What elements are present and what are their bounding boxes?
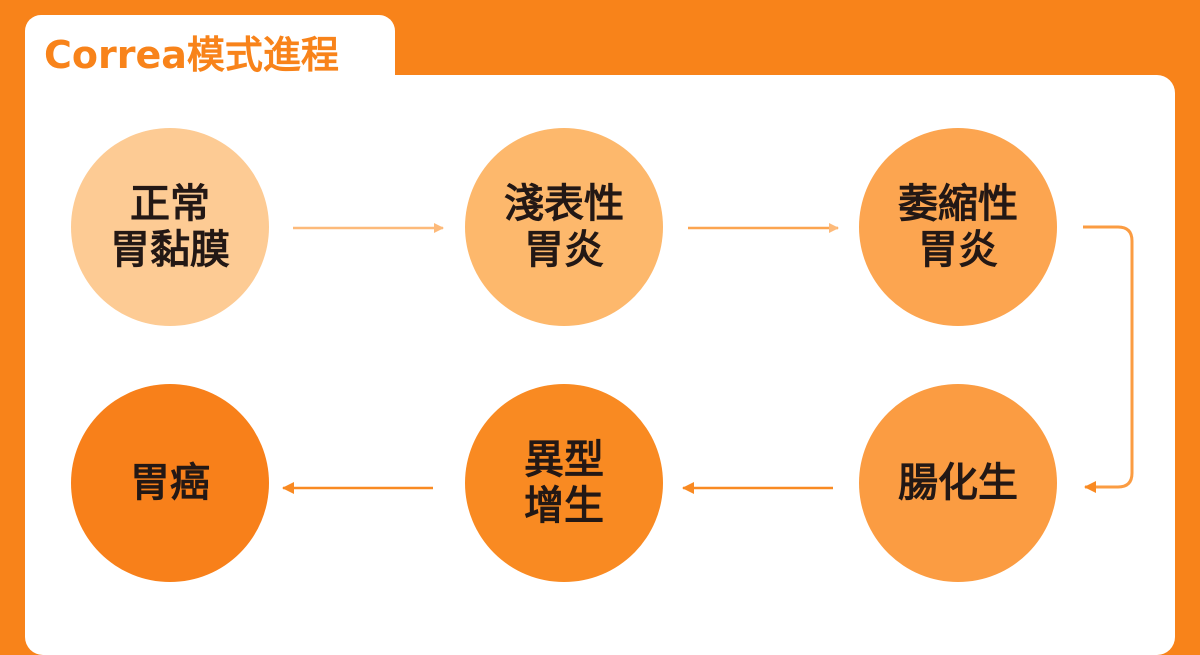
stage-atrophic-gastritis: 萎縮性胃炎	[859, 128, 1057, 326]
stage-label: 胃癌	[130, 460, 210, 506]
stage-label: 腸化生	[898, 460, 1018, 506]
stage-superficial-gastritis: 淺表性胃炎	[465, 128, 663, 326]
stage-label: 淺表性	[504, 181, 624, 227]
stage-gastric-cancer: 胃癌	[71, 384, 269, 582]
stage-label: 胃炎	[918, 227, 998, 273]
stage-intestinal-metaplasia: 腸化生	[859, 384, 1057, 582]
stage-label: 增生	[524, 483, 604, 529]
stage-normal-mucosa: 正常胃黏膜	[71, 128, 269, 326]
stage-label: 正常	[130, 181, 210, 227]
stage-label: 胃炎	[524, 227, 604, 273]
arrows-layer	[282, 223, 1134, 494]
arrow-3-to-4	[1083, 225, 1134, 493]
stage-dysplasia: 異型增生	[465, 384, 663, 582]
stage-label: 萎縮性	[898, 181, 1018, 227]
stage-label: 異型	[524, 437, 604, 483]
diagram-title: Correa模式進程	[44, 33, 339, 77]
stage-label: 胃黏膜	[110, 227, 230, 273]
